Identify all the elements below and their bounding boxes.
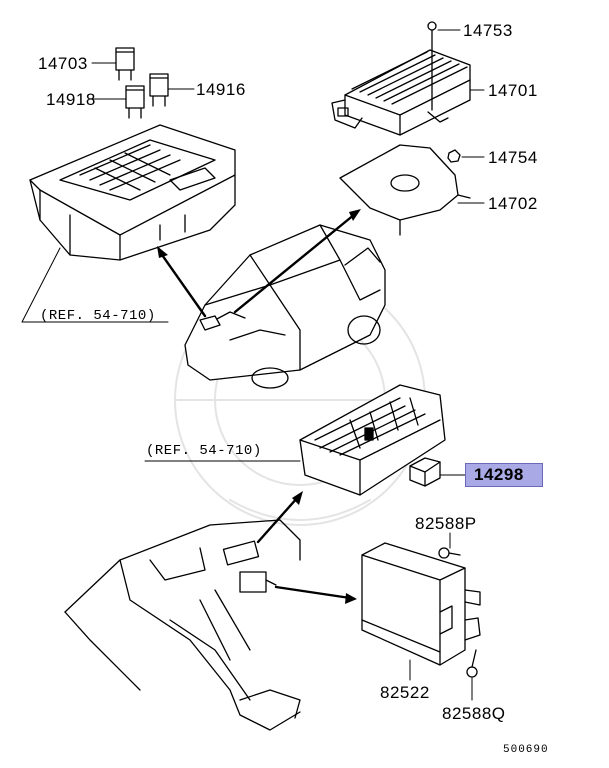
ecu-14701[interactable] bbox=[331, 49, 471, 136]
vehicle-outline bbox=[184, 224, 386, 389]
relay-14703[interactable] bbox=[115, 47, 135, 81]
bolt-82588p[interactable] bbox=[438, 547, 461, 559]
ref-upper: (REF. 54-710) bbox=[40, 308, 156, 324]
ref-lower: (REF. 54-710) bbox=[146, 443, 262, 459]
arrows-dashboard bbox=[256, 495, 352, 600]
relay-14918[interactable] bbox=[125, 85, 145, 119]
label-14754: 14754 bbox=[488, 148, 538, 167]
label-14753: 14753 bbox=[463, 21, 513, 40]
label-14918: 14918 bbox=[46, 90, 96, 109]
bolt-14753[interactable] bbox=[427, 21, 437, 111]
label-14701: 14701 bbox=[488, 81, 538, 100]
diagram-code: 500690 bbox=[503, 744, 549, 756]
bolt-82588q[interactable] bbox=[466, 649, 478, 678]
label-82588p: 82588P bbox=[415, 514, 477, 533]
control-module-82522[interactable] bbox=[361, 542, 481, 666]
leader-lines-upper-right bbox=[437, 29, 485, 204]
relay-14916[interactable] bbox=[149, 73, 169, 107]
label-82522: 82522 bbox=[380, 683, 430, 702]
label-14916: 14916 bbox=[196, 80, 246, 99]
label-82588q: 82588Q bbox=[442, 704, 506, 723]
relay-14298[interactable] bbox=[409, 457, 441, 487]
nut-14754[interactable] bbox=[447, 149, 461, 163]
leader-lines-lower bbox=[144, 460, 473, 701]
dashboard-outline bbox=[64, 519, 301, 731]
arrows-vehicle bbox=[158, 212, 357, 318]
bracket-14702[interactable] bbox=[339, 144, 471, 236]
label-14703: 14703 bbox=[38, 54, 88, 73]
label-14702: 14702 bbox=[488, 194, 538, 213]
junction-block-upper[interactable] bbox=[29, 124, 236, 261]
junction-block-lower[interactable] bbox=[299, 384, 446, 496]
leader-lines-upper-left bbox=[21, 62, 195, 323]
label-14298-highlighted[interactable]: 14298 bbox=[465, 463, 543, 487]
